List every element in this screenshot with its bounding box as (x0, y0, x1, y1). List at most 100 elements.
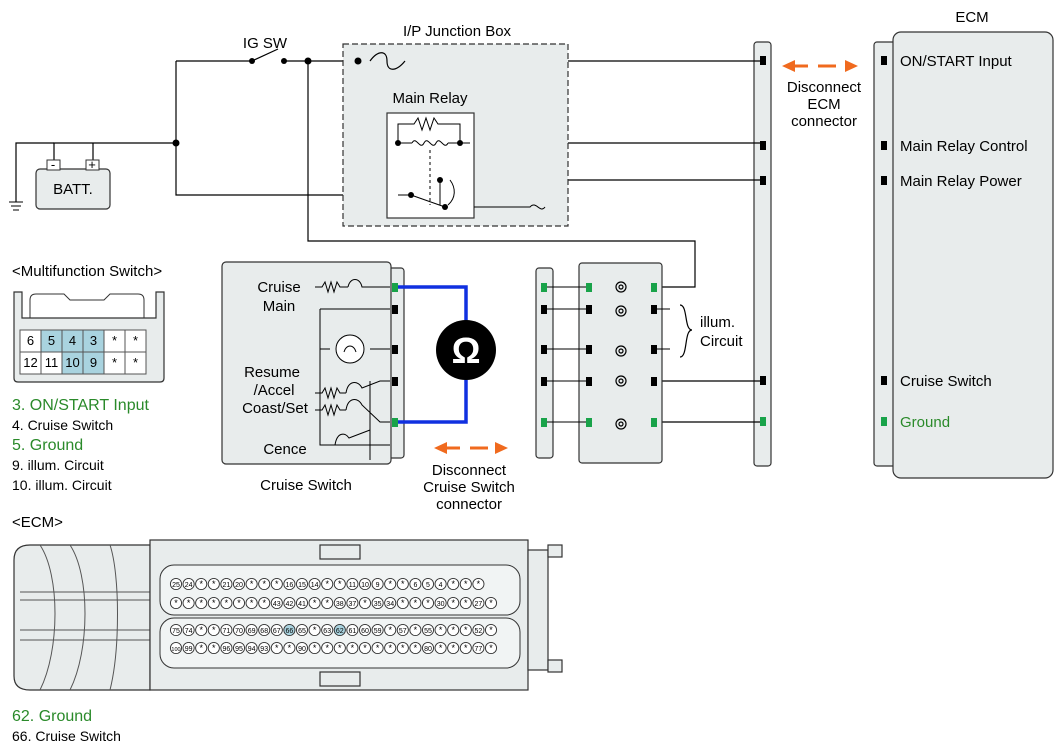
ecm-pin-hole (447, 641, 460, 655)
ecm-pin-hole (371, 577, 384, 591)
mf-pin-number: 6 (27, 333, 34, 348)
ecm-pin-hole (409, 577, 422, 591)
cruise-switch-harness-block (578, 262, 663, 464)
mf-pin-list-item: 5. Ground (12, 437, 83, 454)
arrow-left-icon (782, 60, 795, 72)
ecm-pin-hole (447, 577, 460, 591)
pin (541, 377, 547, 386)
ecm-pin-number: 20 (235, 582, 243, 589)
ecm-pin-hole (472, 577, 485, 591)
ecm-pin-number: 74 (185, 628, 193, 635)
ecm-pin-number: 96 (223, 646, 231, 653)
ecm-pin-number: * (363, 643, 367, 653)
ecm-pin-number: * (388, 643, 392, 653)
ecm-pin-number: 10 (361, 582, 369, 589)
ecm-pin-number: * (275, 579, 279, 589)
ecm-pin-hole (333, 623, 346, 637)
illum-connector: illum. Circuit (535, 262, 743, 464)
ecm-pin-number: * (401, 579, 405, 589)
battery-label: BATT. (53, 181, 93, 198)
ecm-pin-number: 38 (336, 601, 344, 608)
ecm-pin-hole (308, 577, 321, 591)
ecm-plug-body (13, 544, 151, 691)
ecm-pin-hole (207, 596, 220, 610)
ecm-pin-number: * (464, 625, 468, 635)
pin (392, 418, 398, 427)
ecm-pin-hole (358, 596, 372, 610)
junction-dot (172, 139, 180, 147)
disconnect-cs-line3: connector (436, 496, 502, 513)
ecm-harness-connector (753, 41, 772, 467)
ecm-pin-hole (220, 596, 233, 610)
pin (541, 345, 547, 354)
cruise-switch-unit: Cruise Switch Cruise Main Resume /Accel … (221, 261, 405, 494)
pin (586, 418, 592, 427)
battery-minus-sign: - (51, 157, 55, 172)
ecm-pin-3 (881, 176, 887, 185)
ecm-pin-number: 65 (298, 628, 306, 635)
pin (586, 377, 592, 386)
junction-dot (354, 57, 362, 65)
relay-dot (457, 140, 463, 146)
ecm-pin-hole (270, 623, 283, 637)
ecm-pin-hole (232, 623, 246, 637)
ecm-pin-number: 71 (223, 628, 231, 635)
ecm-pin-number: 63 (323, 628, 331, 635)
ecm-pin-hole (321, 641, 334, 655)
ecm-pin-number: * (199, 625, 203, 635)
ecm-pin-number: * (451, 643, 455, 653)
ecm-pin-number: 34 (386, 601, 394, 608)
ecm-pin-hole (371, 623, 384, 637)
ecm-pin-hole (459, 641, 472, 655)
ecm-pin-hole (434, 577, 447, 591)
illum-label-line2: Circuit (700, 333, 743, 350)
mf-pin-list-item: 9. illum. Circuit (12, 457, 104, 473)
mf-pin-number: 3 (90, 333, 97, 348)
junction-box-title: I/P Junction Box (403, 23, 512, 40)
ecm-pin-hole (358, 623, 372, 637)
ecm-pin-hole (472, 596, 485, 610)
ecm-pin-hole (270, 641, 283, 655)
ecm-pin-hole (447, 596, 460, 610)
ecm-pin-number: * (187, 598, 191, 608)
ecm-pin-hole (220, 577, 233, 591)
switch-contact (281, 58, 287, 64)
harness-pin (760, 56, 766, 65)
ecm-pin-hole (321, 596, 334, 610)
ecm-pin-hole (384, 577, 397, 591)
pin (586, 305, 592, 314)
ecm-pin-hole (283, 577, 296, 591)
mf-pin-number: * (133, 333, 138, 348)
ecm-pin-number: * (414, 643, 418, 653)
relay-arc-icon (447, 179, 455, 206)
ecm-pin-4 (881, 376, 887, 385)
ecm-title: ECM (955, 9, 988, 26)
ecm-pin-number: 25 (172, 582, 180, 589)
disconnect-cs-line1: Disconnect (432, 462, 507, 479)
ecm-pin-hole (396, 641, 409, 655)
ecm-pin-number: 94 (248, 646, 256, 653)
ecm-pin-hole (207, 623, 220, 637)
ecm-pin-hole (295, 577, 309, 591)
ecm-body (892, 31, 1054, 479)
ecm-pin-number: * (250, 598, 254, 608)
ecm-pin-hole (396, 596, 409, 610)
ecm-pin-hole (308, 641, 321, 655)
ecm-pin-hole (447, 623, 460, 637)
harness-strip-left (535, 267, 554, 459)
illum-label-line1: illum. (700, 314, 735, 331)
ecm-pin-number: 52 (475, 628, 483, 635)
ecm-pin-number: 100 (171, 647, 180, 653)
pin (541, 305, 547, 314)
pin (651, 305, 657, 314)
battery: - + BATT. (9, 157, 111, 211)
ecm-pin-hole (232, 641, 246, 655)
relay-out-wire (474, 204, 546, 210)
ecm-pin-2 (881, 141, 887, 150)
pin (651, 283, 657, 292)
illum-brace-icon (679, 304, 693, 358)
ecm-pin-number: 41 (298, 601, 306, 608)
ecm-key (319, 544, 361, 560)
ecm-pin-number: * (313, 643, 317, 653)
ecm-pin-number: * (325, 643, 329, 653)
